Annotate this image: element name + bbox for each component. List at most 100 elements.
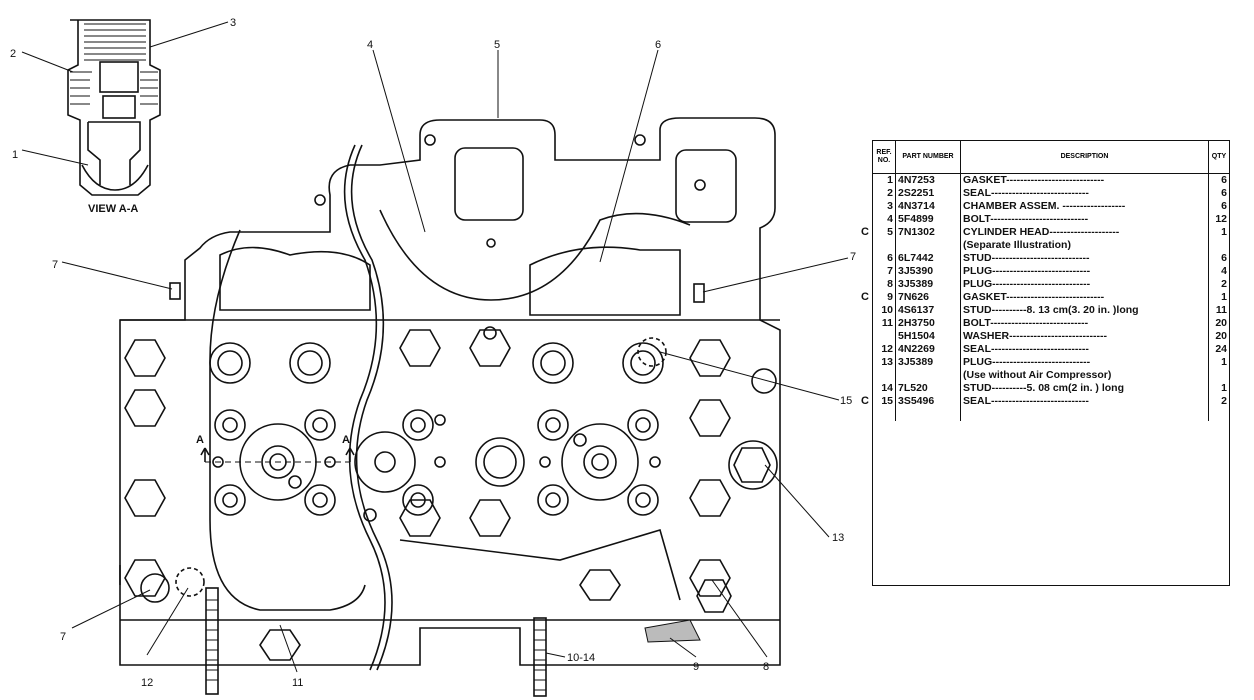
callouts: 1 2 3 4 5 6 7 7 7 8 9 10-14 11 12 13 15 … xyxy=(10,17,856,689)
callout-12: 12 xyxy=(141,677,153,689)
ref-cell: 3 xyxy=(873,200,896,213)
section-line-a-a xyxy=(200,447,355,463)
gasket-area xyxy=(644,619,701,643)
part-number-cell: 3S5496 xyxy=(895,395,961,408)
part-number-cell: 7L520 xyxy=(895,382,961,395)
empty-cell xyxy=(873,408,896,421)
qty-cell: 11 xyxy=(1215,304,1227,316)
part-number-cell: 5F4899 xyxy=(895,213,961,226)
description-cell: WASHER---------------------------- xyxy=(960,330,1209,343)
part-number-cell: 4S6137 xyxy=(895,304,961,317)
table-filler-row xyxy=(873,408,1229,421)
ref-cell: 14 xyxy=(873,382,896,395)
part-number-cell xyxy=(895,369,961,382)
callout-7-right: 7 xyxy=(850,251,856,263)
part-number-cell: 7N1302 xyxy=(895,226,961,239)
callout-2: 2 xyxy=(10,48,16,60)
qty-cell: 1 xyxy=(1221,356,1227,368)
description-cell: (Use without Air Compressor) xyxy=(960,369,1209,382)
description-cell: STUD----------5. 08 cm(2 in. ) long xyxy=(960,382,1209,395)
qty-cell: 2 xyxy=(1221,278,1227,290)
qty-cell: 6 xyxy=(1221,187,1227,199)
callout-11: 11 xyxy=(292,677,303,689)
callout-10-14: 10-14 xyxy=(567,652,595,664)
description-cell: STUD---------------------------- xyxy=(960,252,1209,265)
change-mark: C xyxy=(861,291,869,303)
ref-cell xyxy=(873,239,896,252)
ref-cell xyxy=(873,369,896,382)
callout-1: 1 xyxy=(12,149,18,161)
section-mark-left: A xyxy=(196,434,204,446)
qty-cell: 20 xyxy=(1215,317,1227,329)
qty-cell xyxy=(1209,369,1230,382)
description-cell: SEAL---------------------------- xyxy=(960,395,1209,408)
part-number-cell: 7N626 xyxy=(895,291,961,304)
studs xyxy=(205,587,547,697)
part-number-cell: 3J5389 xyxy=(895,356,961,369)
ref-cell: 9 xyxy=(873,291,896,304)
ref-cell: 13 xyxy=(873,356,896,369)
ref-cell: 4 xyxy=(873,213,896,226)
part-number-cell: 4N2269 xyxy=(895,343,961,356)
empty-cell xyxy=(1209,408,1230,421)
ref-cell: 1 xyxy=(873,173,896,187)
ref-cell: 15 xyxy=(873,395,896,408)
callout-15: 15 xyxy=(840,395,852,407)
description-cell: (Separate Illustration) xyxy=(960,239,1209,252)
description-cell: STUD----------8. 13 cm(3. 20 in. )long xyxy=(960,304,1209,317)
description-cell: SEAL---------------------------- xyxy=(960,343,1209,356)
qty-cell: 20 xyxy=(1215,330,1227,342)
callout-13: 13 xyxy=(832,532,844,544)
description-cell: GASKET---------------------------- xyxy=(960,173,1209,187)
view-a-a-detail: VIEW A-A xyxy=(67,19,161,215)
callout-7-left: 7 xyxy=(52,259,58,271)
callout-6: 6 xyxy=(655,39,661,51)
change-mark: C xyxy=(861,226,869,238)
part-number-cell: 2S2251 xyxy=(895,187,961,200)
part-number-cell: 4N3714 xyxy=(895,200,961,213)
qty-cell: 1 xyxy=(1221,226,1227,238)
table-row: (Separate Illustration) xyxy=(873,239,1229,252)
description-cell: CYLINDER HEAD-------------------- xyxy=(960,226,1209,239)
callout-9: 9 xyxy=(693,661,699,673)
description-cell: BOLT---------------------------- xyxy=(960,317,1209,330)
description-cell: SEAL---------------------------- xyxy=(960,187,1209,200)
ref-cell: 5 xyxy=(873,226,896,239)
qty-cell: 24 xyxy=(1215,343,1227,355)
description-cell: PLUG---------------------------- xyxy=(960,278,1209,291)
empty-cell xyxy=(960,408,1209,421)
section-mark-right: A xyxy=(342,434,350,446)
part-number-cell: 2H3750 xyxy=(895,317,961,330)
callout-4: 4 xyxy=(367,39,373,51)
header-description: DESCRIPTION xyxy=(960,141,1209,174)
part-number-cell xyxy=(895,239,961,252)
ref-cell: 8 xyxy=(873,278,896,291)
qty-cell: 12 xyxy=(1215,213,1227,225)
table-header-row: REF. NO. PART NUMBER DESCRIPTION QTY xyxy=(873,141,1229,174)
ref-cell: 10 xyxy=(873,304,896,317)
leader-lines xyxy=(21,21,849,673)
callout-8: 8 xyxy=(763,661,769,673)
qty-cell: 2 xyxy=(1221,395,1227,407)
ref-cell: 12 xyxy=(873,343,896,356)
qty-cell: 6 xyxy=(1221,252,1227,264)
ref-cell: 2 xyxy=(873,187,896,200)
bolt-pattern xyxy=(124,134,778,661)
qty-cell: 1 xyxy=(1221,382,1227,394)
table-row: (Use without Air Compressor) xyxy=(873,369,1229,382)
header-part-number: PART NUMBER xyxy=(895,141,961,174)
